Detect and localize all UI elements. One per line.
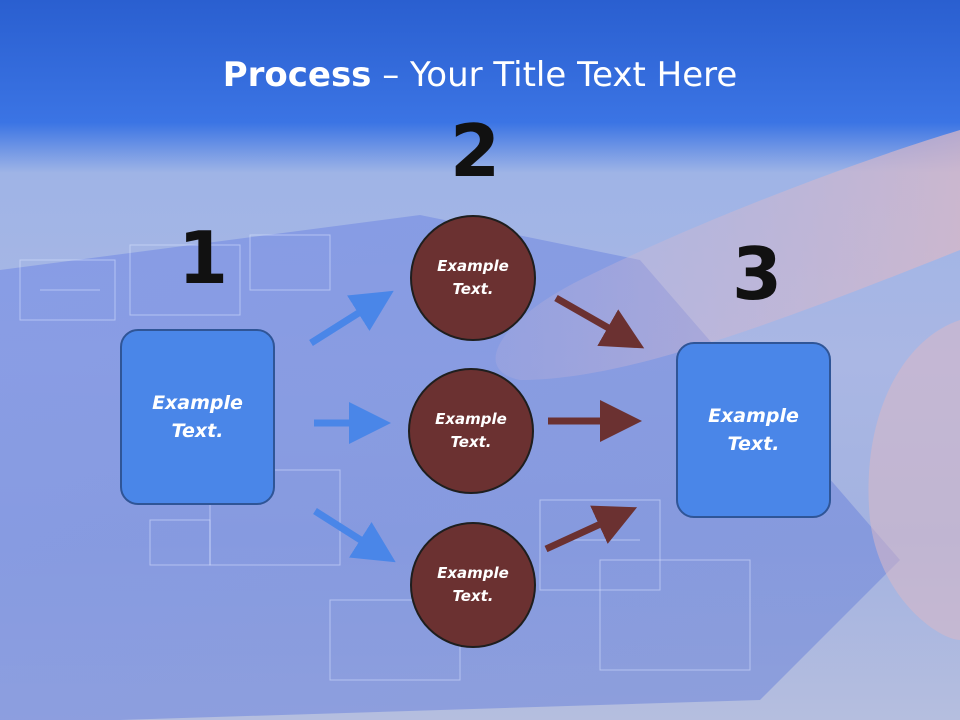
circle-bottom-text: Example Text. bbox=[437, 563, 509, 605]
process-circle-bottom: Example Text. bbox=[410, 522, 536, 648]
step-number-2: 2 bbox=[450, 109, 501, 193]
circle-middle-text: Example Text. bbox=[435, 409, 507, 451]
arrow-bottom-to-right bbox=[544, 505, 638, 553]
slide-title: Process – Your Title Text Here bbox=[0, 55, 960, 95]
thumb-shape bbox=[868, 320, 960, 640]
step-number-3: 3 bbox=[732, 232, 783, 316]
left-box-text: Example Text. bbox=[152, 391, 243, 443]
process-circle-middle: Example Text. bbox=[408, 368, 534, 494]
right-box-text: Example Text. bbox=[708, 404, 799, 456]
arrow-left-to-bottom bbox=[313, 508, 396, 563]
title-bold: Process bbox=[222, 55, 372, 95]
left-process-box: Example Text. bbox=[120, 329, 275, 505]
arrow-left-to-top bbox=[309, 290, 394, 346]
process-circle-top: Example Text. bbox=[410, 215, 536, 341]
right-process-box: Example Text. bbox=[676, 342, 831, 518]
title-rest: – Your Title Text Here bbox=[371, 55, 738, 95]
arrow-top-to-right bbox=[554, 294, 645, 349]
step-number-1: 1 bbox=[178, 216, 229, 300]
circle-top-text: Example Text. bbox=[437, 256, 509, 298]
